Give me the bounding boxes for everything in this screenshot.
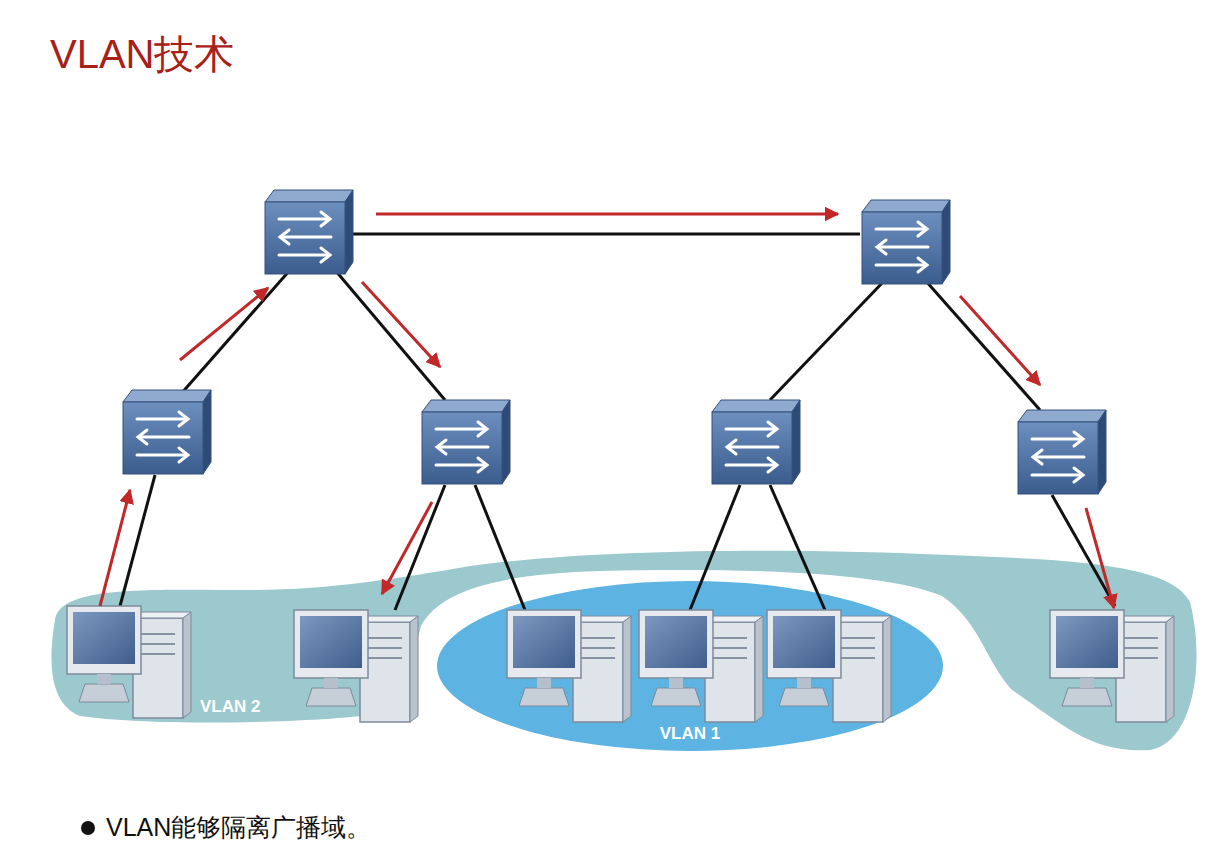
- vlan-label: VLAN 1: [660, 724, 720, 744]
- vlan-area: [434, 578, 946, 754]
- vlan-label: VLAN 2: [200, 697, 260, 717]
- slide-title: VLAN技术: [50, 30, 235, 78]
- bullet-note: VLAN能够隔离广播域。: [106, 812, 371, 842]
